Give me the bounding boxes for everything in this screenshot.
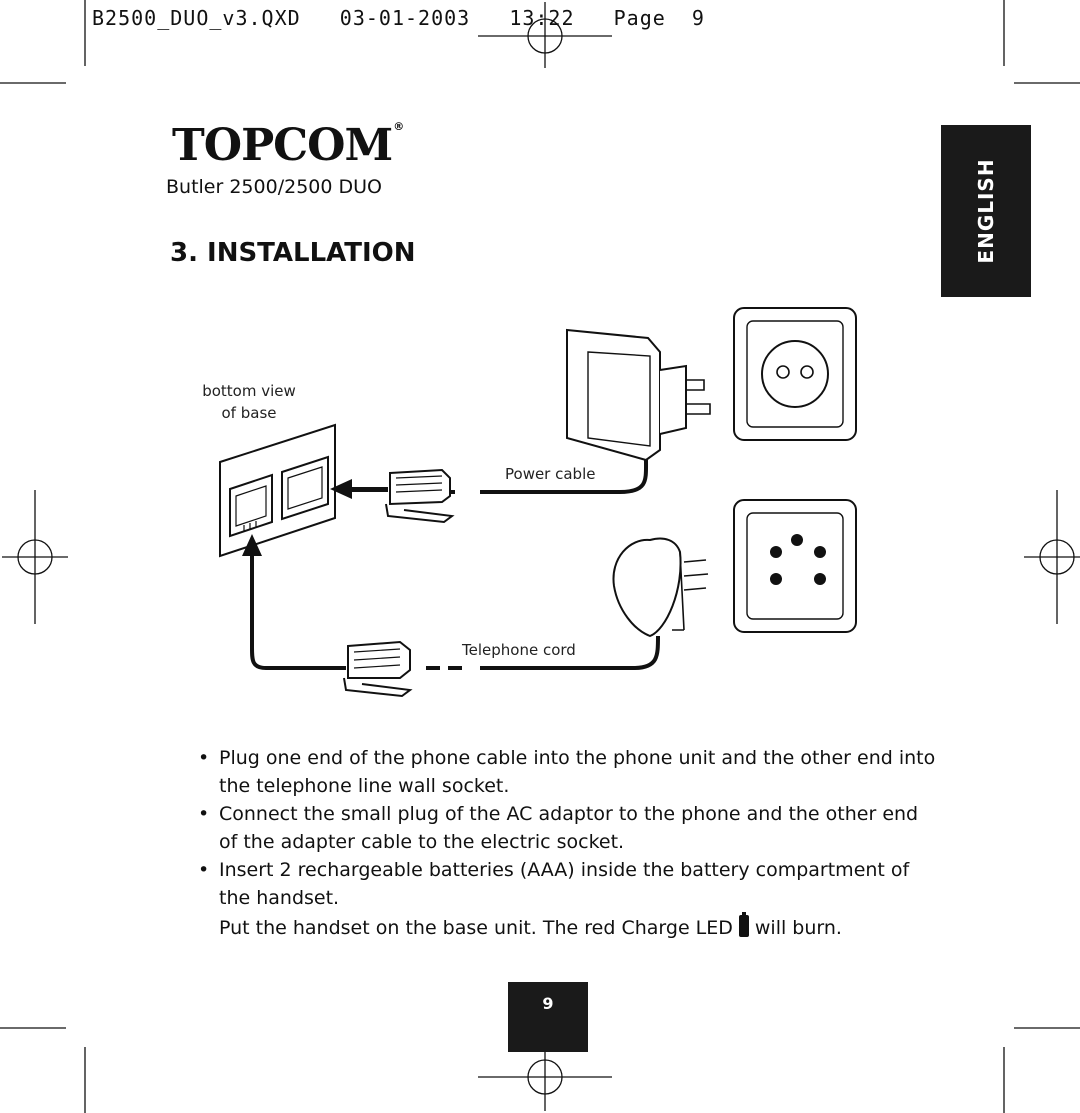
instruction-text: Connect the small plug of the AC adaptor… — [219, 803, 919, 853]
note-text-before: Put the handset on the base unit. The re… — [219, 917, 733, 939]
instruction-text: Insert 2 rechargeable batteries (AAA) in… — [219, 859, 910, 909]
phone-jack — [229, 473, 273, 538]
note-text-after: will burn. — [754, 917, 842, 939]
power-cable-plug — [389, 468, 451, 506]
language-tab-label: ENGLISH — [974, 158, 998, 264]
instruction-item: • Connect the small plug of the AC adapto… — [198, 800, 938, 856]
section-title: 3. INSTALLATION — [170, 238, 416, 268]
model-name: Butler 2500/2500 DUO — [166, 176, 382, 198]
registered-mark: ® — [393, 120, 404, 133]
print-slug-line: B2500_DUO_v3.QXD 03-01-2003 13:22 Page 9 — [92, 6, 705, 30]
instruction-item: • Insert 2 rechargeable batteries (AAA) i… — [198, 856, 938, 912]
bullet-glyph: • — [198, 803, 210, 825]
power-jack — [281, 455, 329, 521]
page-number-box: 9 — [508, 982, 588, 1052]
instruction-text: Plug one end of the phone cable into the… — [219, 747, 936, 797]
logo-text: TOPCOM — [172, 120, 393, 171]
telephone-cord — [480, 635, 660, 670]
installation-diagram — [219, 307, 857, 698]
power-adaptor — [566, 328, 661, 462]
base-bottom-outline — [219, 423, 336, 558]
language-tab: ENGLISH — [941, 125, 1031, 297]
instruction-item: • Plug one end of the phone cable into th… — [198, 744, 938, 800]
topcom-logo: TOPCOM® — [172, 120, 404, 171]
battery-icon — [738, 912, 749, 937]
bullet-glyph: • — [198, 859, 210, 881]
telephone-wall-plug — [612, 537, 682, 638]
telephone-cord-label: Telephone cord — [462, 641, 576, 659]
charge-led-note: Put the handset on the base unit. The re… — [219, 912, 842, 942]
instruction-list: • Plug one end of the phone cable into th… — [198, 744, 938, 912]
bottom-view-label: bottom view of base — [200, 380, 298, 424]
arrow-to-power-jack — [330, 479, 352, 499]
telephone-socket-frame — [733, 499, 857, 633]
bullet-glyph: • — [198, 747, 210, 769]
arrow-to-phone-jack — [242, 534, 262, 556]
page-number: 9 — [542, 994, 554, 1013]
bottom-view-label-line1: bottom view — [202, 382, 296, 400]
power-cable-label: Power cable — [505, 465, 596, 483]
cord-to-base — [250, 552, 346, 670]
power-socket-frame — [733, 307, 857, 441]
bottom-view-label-line2: of base — [221, 404, 277, 422]
power-cable — [480, 459, 649, 494]
